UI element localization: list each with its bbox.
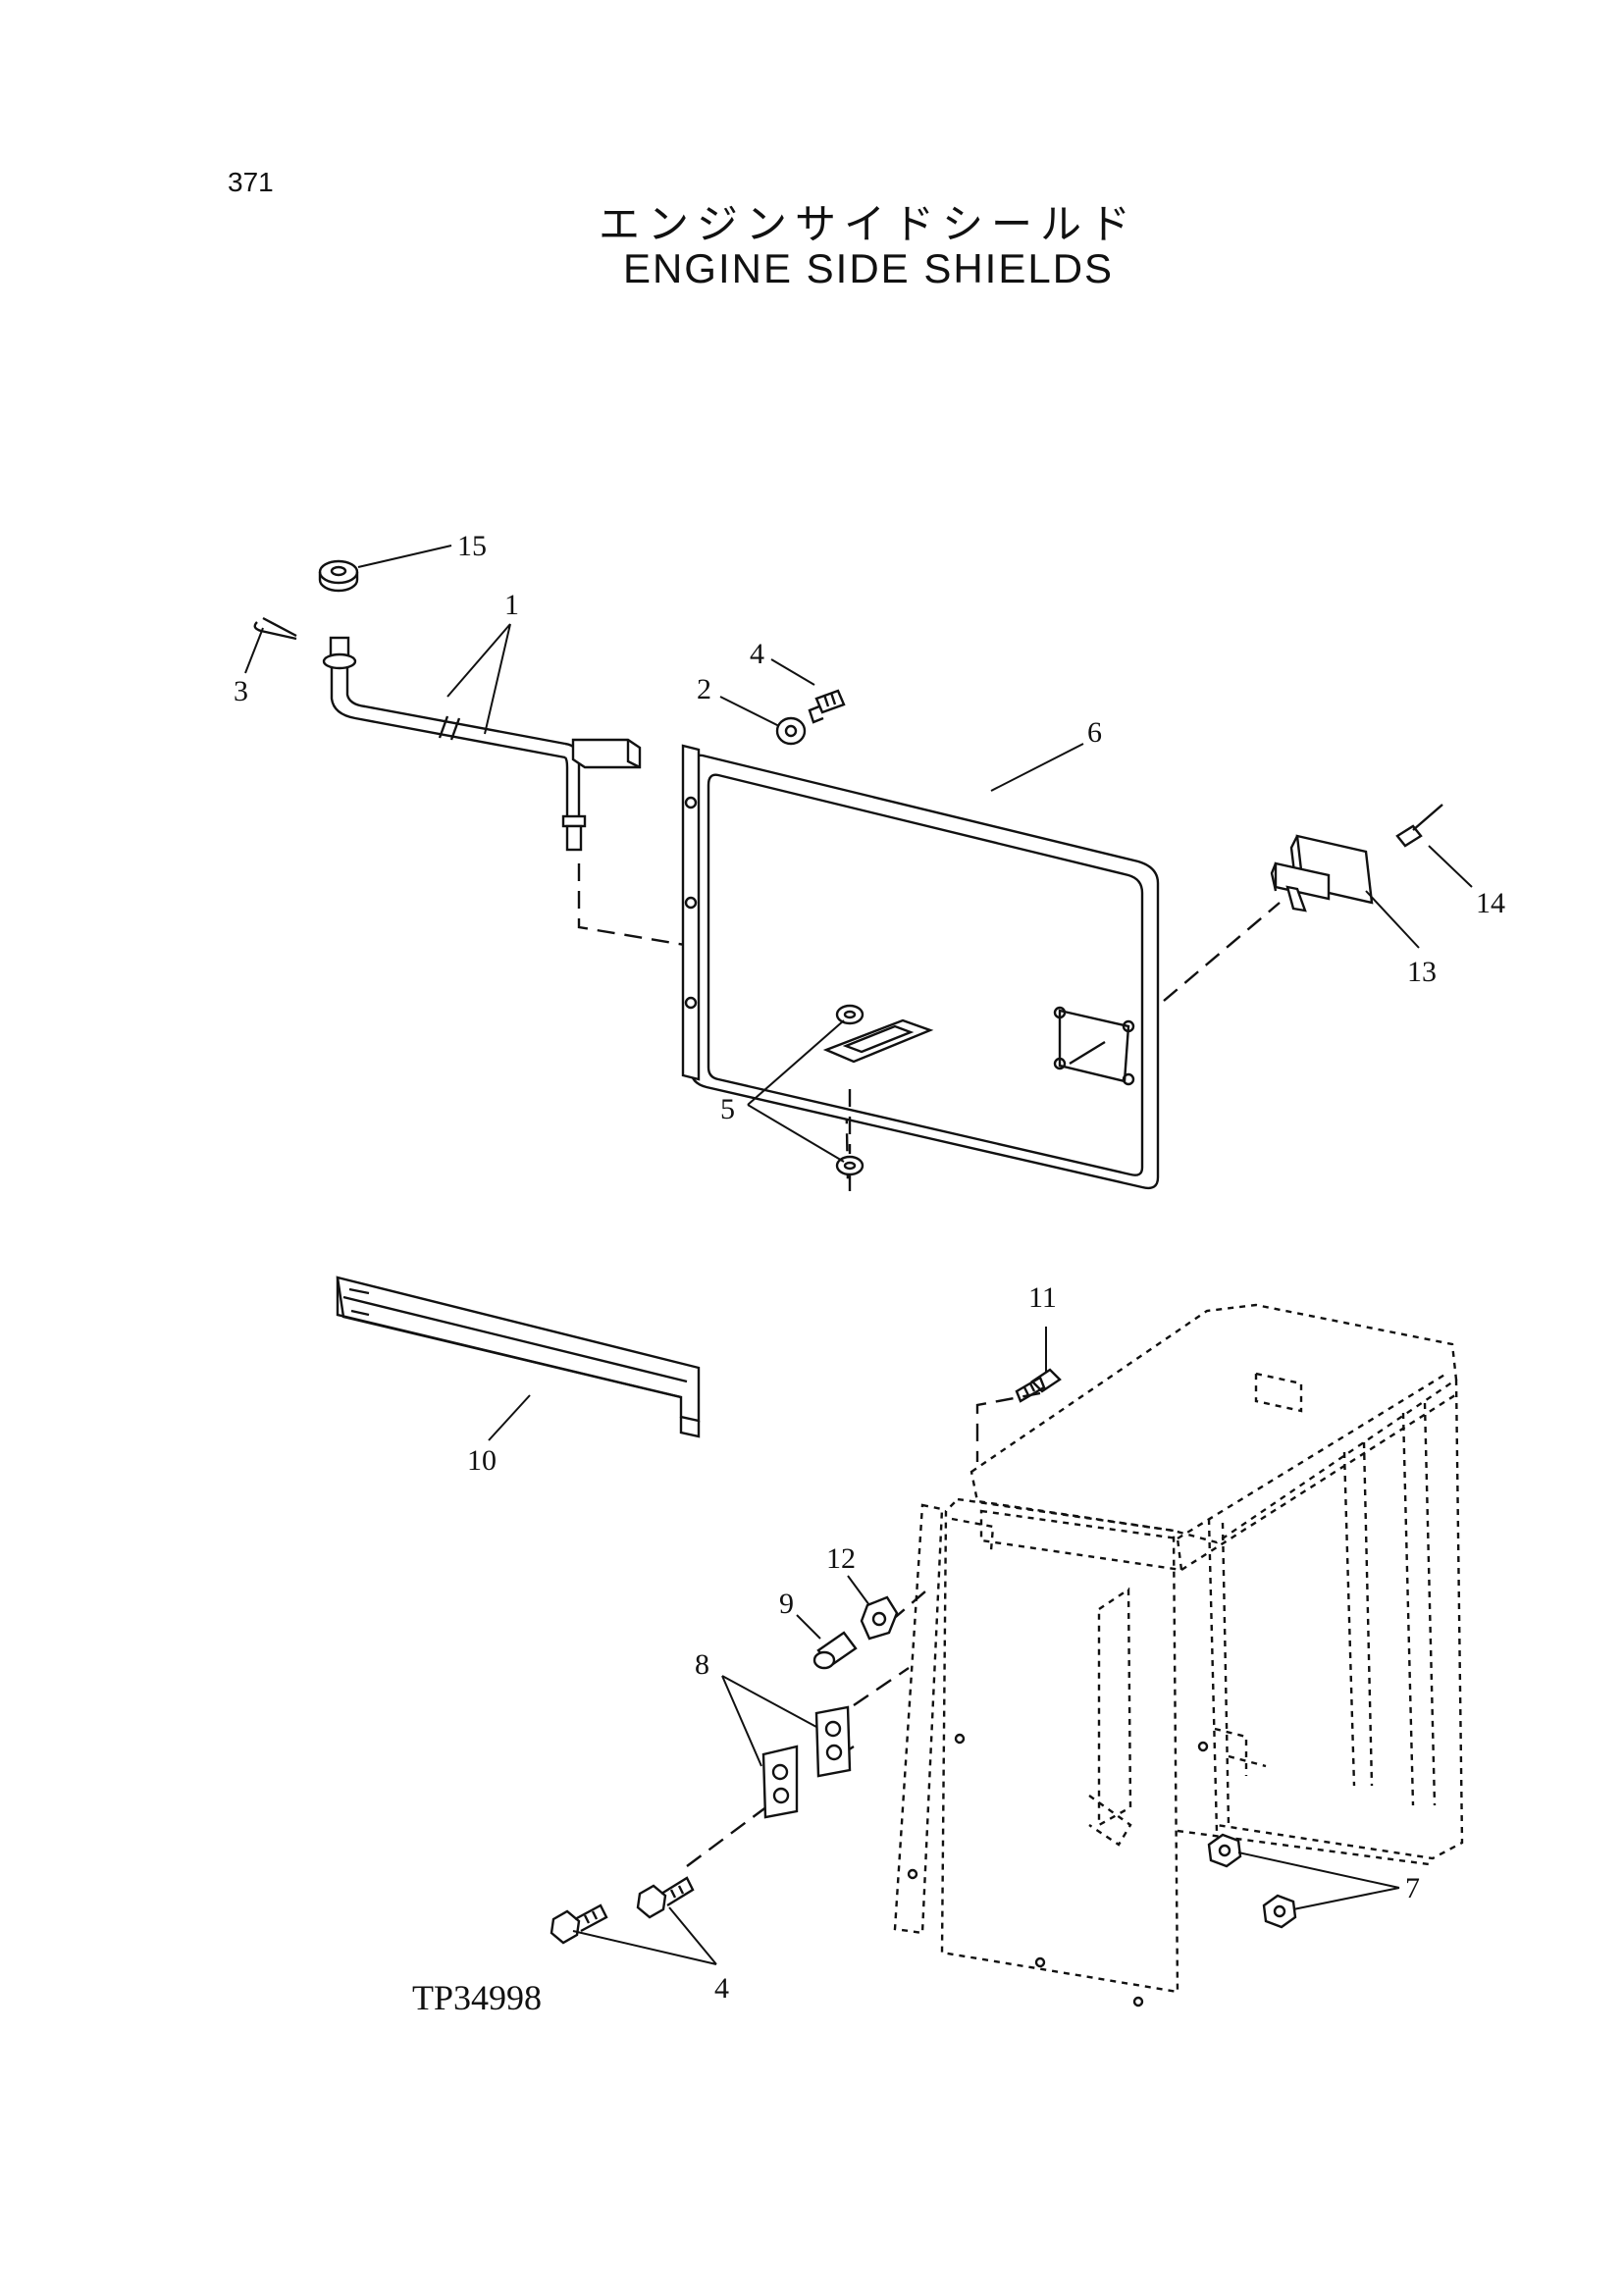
part-9-sleeve — [812, 1631, 858, 1670]
page-title-english: ENGINE SIDE SHIELDS — [622, 245, 1115, 291]
callout-4-upper: 4 — [750, 638, 764, 670]
part-14-screw — [1395, 804, 1443, 848]
callout-5: 5 — [720, 1093, 735, 1125]
page-number: 371 — [228, 167, 274, 197]
part-8-plate — [761, 1705, 852, 1819]
callout-15: 15 — [457, 530, 487, 562]
part-2-washer — [775, 716, 807, 746]
callout-7: 7 — [1405, 1872, 1420, 1904]
callout-13: 13 — [1407, 956, 1437, 988]
callout-2: 2 — [697, 673, 711, 705]
part-4-bolt-upper — [808, 689, 846, 724]
callout-11: 11 — [1028, 1281, 1057, 1314]
callout-12: 12 — [826, 1542, 856, 1575]
callout-10: 10 — [467, 1444, 497, 1477]
part-12-nut — [860, 1595, 899, 1641]
engine-housing-outline — [893, 1303, 1464, 2007]
part-3-pin — [253, 616, 297, 641]
part-5-nut — [835, 1004, 864, 1191]
callout-3: 3 — [234, 675, 248, 707]
page-title-japanese: エンジンサイドシールド — [598, 200, 1138, 248]
part-7-nut — [1207, 1833, 1297, 1929]
part-10-trim-strip — [336, 1276, 701, 1438]
part-11-bolt — [1015, 1368, 1062, 1403]
callout-4-lower: 4 — [714, 1972, 729, 2005]
callout-6: 6 — [1087, 716, 1102, 749]
leader-lines — [244, 545, 1473, 1965]
part-15-grommet — [318, 559, 359, 593]
part-4-bolt-lower — [550, 1876, 695, 1945]
callout-1: 1 — [504, 589, 519, 621]
figure-code: TP34998 — [412, 1978, 543, 2017]
callout-8: 8 — [695, 1648, 709, 1681]
part-13-latch — [1270, 834, 1374, 912]
callout-14: 14 — [1476, 887, 1505, 919]
part-1-rod — [322, 636, 642, 852]
part-6-shield-frame — [681, 744, 1160, 1190]
callout-9: 9 — [779, 1588, 794, 1620]
